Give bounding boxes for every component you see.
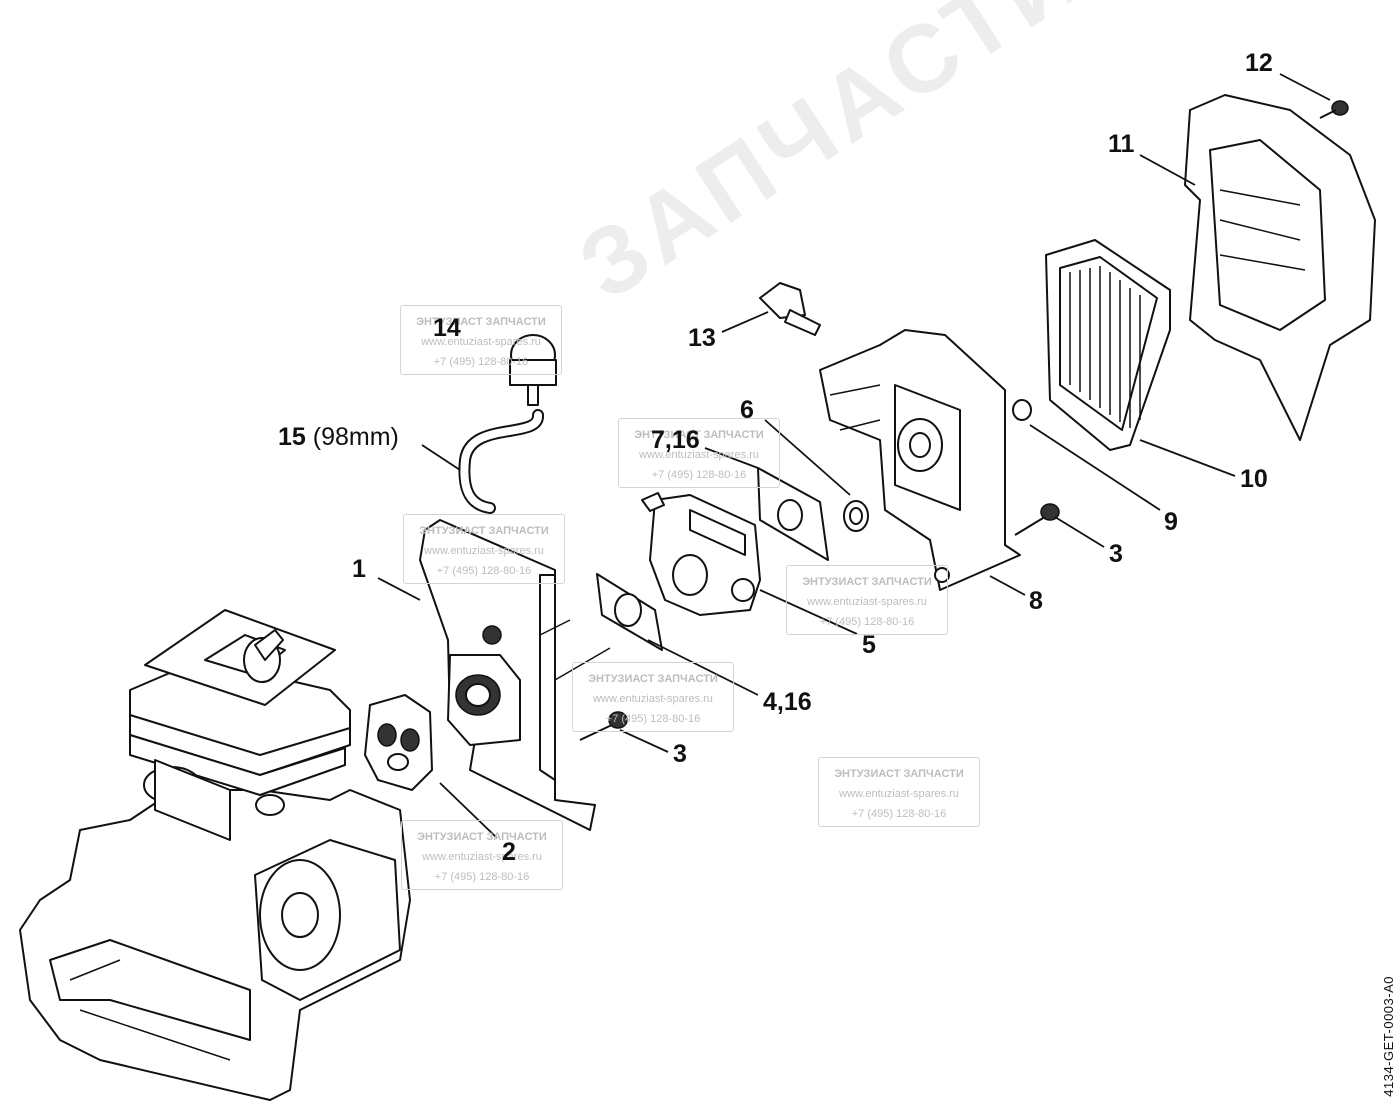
choke-knob-drawing: [759, 282, 821, 336]
grommet-drawing: [843, 500, 869, 532]
screw-upper-drawing: [1014, 503, 1060, 536]
part-label-15-number: 15: [278, 423, 306, 451]
gasket-7-drawing: [757, 467, 829, 561]
watermark-url: www.entuziast-spares.ru: [421, 336, 541, 348]
watermark-title: ЭНТУЗИАСТ ЗАПЧАСТИ: [419, 525, 549, 537]
part-label-1: 1: [352, 555, 366, 583]
filter-element-drawing: [1045, 239, 1171, 451]
watermark-url: www.entuziast-spares.ru: [839, 788, 959, 800]
screw-12-drawing: [1319, 100, 1349, 119]
watermark-url: www.entuziast-spares.ru: [424, 545, 544, 557]
watermark-phone: +7 (495) 128-80-16: [433, 356, 529, 368]
carburetor-drawing: [641, 492, 761, 616]
heat-shield-drawing: [419, 519, 611, 831]
filter-base-drawing: [819, 329, 1021, 591]
part-label-6: 6: [740, 396, 754, 424]
part-label-8: 8: [1029, 587, 1043, 615]
part-label-2: 2: [502, 838, 516, 866]
part-label-7-16: 7,16: [651, 426, 700, 454]
watermark-phone: +7 (495) 128-80-16: [819, 616, 915, 628]
watermark-url: www.entuziast-spares.ru: [422, 851, 542, 863]
watermark-title: ЭНТУЗИАСТ ЗАПЧАСТИ: [834, 768, 964, 780]
drawing-code: 4134-GET-0003-A0: [1381, 976, 1396, 1097]
gasket-4-drawing: [596, 573, 663, 651]
part-label-5: 5: [862, 631, 876, 659]
watermark-url: www.entuziast-spares.ru: [593, 693, 713, 705]
watermark-title: ЭНТУЗИАСТ ЗАПЧАСТИ: [417, 831, 547, 843]
watermark-box: ЭНТУЗИАСТ ЗАПЧАСТИ www.entuziast-spares.…: [403, 514, 565, 584]
part-label-3-upper: 3: [1109, 540, 1123, 568]
watermark-title: ЭНТУЗИАСТ ЗАПЧАСТИ: [634, 429, 764, 441]
primer-bulb-drawing: [509, 334, 557, 406]
watermark-box: ЭНТУЗИАСТ ЗАПЧАСТИ www.entuziast-spares.…: [401, 820, 563, 890]
watermark-phone: +7 (495) 128-80-16: [436, 565, 532, 577]
part-label-13: 13: [688, 324, 716, 352]
watermark-title: ЭНТУЗИАСТ ЗАПЧАСТИ: [588, 673, 718, 685]
watermark-box: ЭНТУЗИАСТ ЗАПЧАСТИ www.entuziast-spares.…: [786, 565, 948, 635]
watermark-url: www.entuziast-spares.ru: [807, 596, 927, 608]
part-label-10: 10: [1240, 465, 1268, 493]
watermark-phone: +7 (495) 128-80-16: [605, 713, 701, 725]
part-label-12: 12: [1245, 49, 1273, 77]
part-label-11: 11: [1108, 130, 1135, 158]
watermark-title: ЭНТУЗИАСТ ЗАПЧАСТИ: [802, 576, 932, 588]
intake-flange-drawing: [364, 694, 433, 791]
watermark-box: ЭНТУЗИАСТ ЗАПЧАСТИ www.entuziast-spares.…: [572, 662, 734, 732]
watermark-title: ЭНТУЗИАСТ ЗАПЧАСТИ: [416, 316, 546, 328]
part-label-3-lower: 3: [673, 740, 687, 768]
part-label-9: 9: [1164, 508, 1178, 536]
filter-cover-drawing: [1184, 94, 1376, 441]
watermark-phone: +7 (495) 128-80-16: [651, 469, 747, 481]
part-label-15-length: (98mm): [312, 423, 399, 451]
fuel-hose-drawing: [458, 409, 544, 514]
watermark-url: www.entuziast-spares.ru: [639, 449, 759, 461]
nut-drawing: [1012, 399, 1032, 421]
part-label-15: 15 (98mm): [278, 425, 399, 450]
watermark-phone: +7 (495) 128-80-16: [851, 808, 947, 820]
part-label-4-16: 4,16: [763, 688, 812, 716]
engine-block-drawing: [19, 609, 411, 1101]
watermark-box: ЭНТУЗИАСТ ЗАПЧАСТИ www.entuziast-spares.…: [400, 305, 562, 375]
watermark-phone: +7 (495) 128-80-16: [434, 871, 530, 883]
watermark-box: ЭНТУЗИАСТ ЗАПЧАСТИ www.entuziast-spares.…: [818, 757, 980, 827]
watermark-box: ЭНТУЗИАСТ ЗАПЧАСТИ www.entuziast-spares.…: [618, 418, 780, 488]
part-label-14: 14: [433, 314, 461, 342]
